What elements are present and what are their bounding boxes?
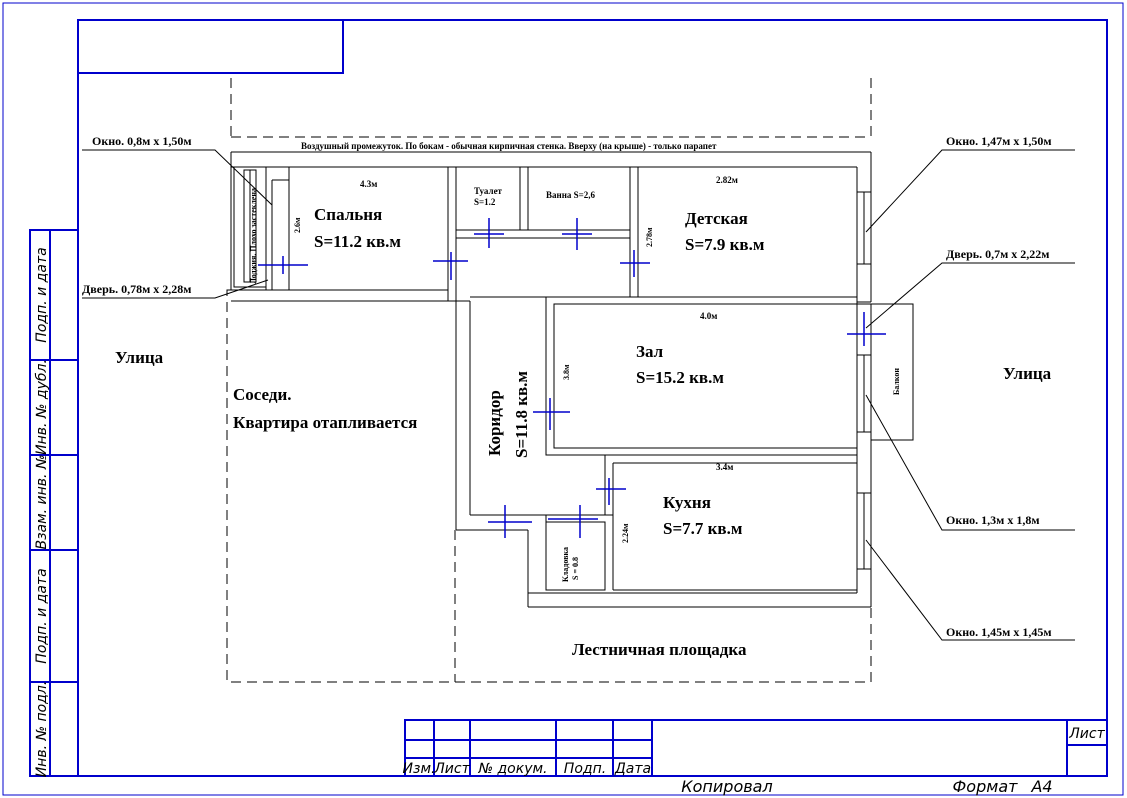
title-block bbox=[404, 719, 1108, 777]
neighbors-heated-label: Квартира отапливается bbox=[233, 413, 417, 432]
street-left-label: Улица bbox=[115, 348, 164, 367]
tb-list: Лист bbox=[433, 761, 470, 777]
kitchen-name: Кухня bbox=[663, 493, 711, 512]
kids-area: S=7.9 кв.м bbox=[685, 235, 765, 254]
title-block-labels: Изм. Лист № докум. Подп. Дата Лист Копир… bbox=[403, 726, 1106, 796]
street-right-label: Улица bbox=[1003, 364, 1052, 383]
stamp-sign-date-1: Подп. и дата bbox=[34, 247, 50, 342]
pantry-area: S = 0.8 bbox=[571, 557, 580, 580]
left-stamp-column bbox=[29, 229, 79, 777]
callout-leaders bbox=[82, 149, 1075, 641]
toilet-area: S=1.2 bbox=[474, 197, 496, 207]
door-symbols bbox=[258, 218, 886, 538]
stamp-replace-inv: Взам. инв. № bbox=[34, 454, 50, 549]
kids-name: Детская bbox=[685, 209, 748, 228]
toilet-name: Туалет bbox=[474, 186, 503, 196]
callout-window-bedroom: Окно. 0,8м х 1,50м bbox=[92, 134, 192, 148]
stamp-inv-orig: Инв. № подл. bbox=[34, 681, 50, 778]
tb-date: Дата bbox=[614, 761, 651, 777]
format-value: А4 bbox=[1030, 777, 1052, 796]
format-label: Формат bbox=[953, 777, 1019, 796]
callout-window-hall: Окно. 1,3м х 1,8м bbox=[946, 513, 1040, 527]
callout-door-loggia: Дверь. 0,78м х 2,28м bbox=[82, 282, 191, 296]
bedroom-area: S=11.2 кв.м bbox=[314, 232, 401, 251]
corridor-name: Коридор bbox=[485, 390, 504, 456]
balcony-label: Балкон bbox=[892, 368, 901, 395]
hall-width: 4.0м bbox=[700, 311, 717, 321]
neighbors-label: Соседи. bbox=[233, 385, 292, 404]
tb-doc: № докум. bbox=[477, 761, 547, 777]
callout-door-balcony: Дверь. 0,7м х 2,22м bbox=[946, 247, 1049, 261]
dashed-outlines bbox=[226, 78, 872, 683]
callout-window-kids: Окно. 1,47м х 1,50м bbox=[946, 134, 1052, 148]
hall-area: S=15.2 кв.м bbox=[636, 368, 724, 387]
pantry-name: Кладовка bbox=[561, 547, 570, 582]
air-gap-note: Воздушный промежуток. По бокам - обычная… bbox=[301, 141, 717, 151]
hall-depth: 3.8м bbox=[562, 364, 571, 380]
corridor-area: S=11.8 кв.м bbox=[512, 371, 531, 458]
plan-labels: Воздушный промежуток. По бокам - обычная… bbox=[82, 134, 1052, 659]
kids-depth: 2.78м bbox=[645, 227, 654, 247]
stamp-inv-dup: Инв. № дубл. bbox=[34, 359, 50, 455]
hall-name: Зал bbox=[636, 342, 664, 361]
tb-sign: Подп. bbox=[564, 761, 606, 777]
tb-sheet: Лист bbox=[1068, 726, 1105, 742]
bedroom-width: 4.3м bbox=[360, 179, 377, 189]
tb-izm: Изм. bbox=[403, 761, 436, 777]
loggia-label: Лоджия. Плохо застеклена bbox=[249, 188, 258, 284]
bedroom-name: Спальня bbox=[314, 205, 382, 224]
stamp-sign-date-2: Подп. и дата bbox=[34, 568, 50, 663]
kids-width: 2.82м bbox=[716, 175, 738, 185]
bedroom-depth: 2.6м bbox=[293, 217, 302, 233]
bath-label: Ванна S=2,6 bbox=[546, 190, 596, 200]
copied-label: Копировал bbox=[681, 777, 772, 796]
kitchen-width: 3.4м bbox=[716, 462, 733, 472]
windows bbox=[243, 169, 872, 570]
callout-window-kitchen: Окно. 1,45м х 1,45м bbox=[946, 625, 1052, 639]
kitchen-depth: 2.24м bbox=[621, 523, 630, 543]
kitchen-area: S=7.7 кв.м bbox=[663, 519, 743, 538]
left-stamp-labels: Подп. и дата Инв. № дубл. Взам. инв. № П… bbox=[34, 247, 50, 777]
stair-landing-label: Лестничная площадка bbox=[572, 640, 747, 659]
